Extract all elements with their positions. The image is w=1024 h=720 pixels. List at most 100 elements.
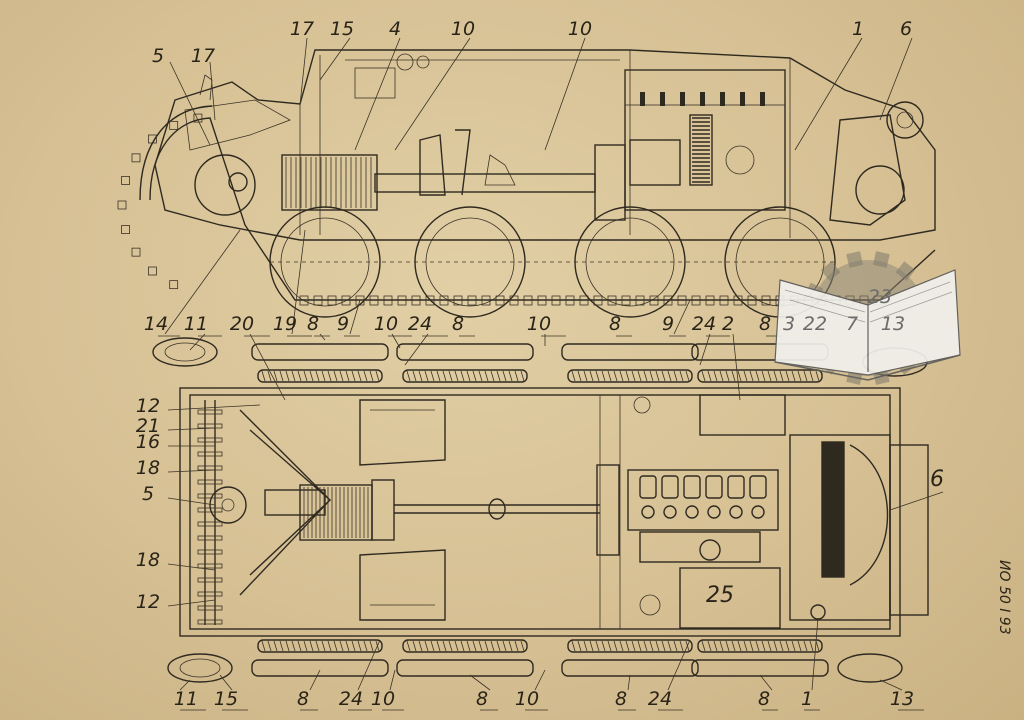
track-link (383, 295, 393, 306)
track-link (121, 176, 130, 185)
callout-label: 6 (900, 18, 912, 40)
radiator-plan (789, 434, 929, 621)
callout-label: 5 (142, 483, 154, 505)
track-link (481, 295, 491, 306)
callout-label: 23 (868, 286, 892, 308)
track-link (453, 295, 463, 306)
callout-label: 12 (136, 591, 160, 613)
callout-label: 10 (568, 18, 592, 40)
track-link (411, 295, 421, 306)
track-link (593, 295, 603, 306)
track-link (369, 295, 379, 306)
track-link (523, 295, 533, 306)
track-link (131, 153, 141, 163)
track-side (117, 105, 936, 306)
callout-label: 19 (273, 313, 297, 335)
callout-label: 24 (648, 688, 672, 710)
callout-label: 25 (706, 583, 734, 608)
callout-label: 10 (451, 18, 475, 40)
track-link (565, 295, 575, 306)
track-link (495, 295, 505, 306)
callout-label: 8 (307, 313, 319, 335)
callout-label: 18 (136, 549, 160, 571)
callout-label: 8 (297, 688, 309, 710)
track-link (117, 200, 127, 210)
radiator-fins (281, 154, 378, 211)
callout-label: 9 (662, 313, 674, 335)
track-link (397, 295, 407, 306)
track-link (691, 295, 701, 306)
callout-label: 16 (136, 431, 160, 453)
track-link (148, 134, 157, 144)
engine-plan (627, 469, 779, 563)
callout-label: 8 (476, 688, 488, 710)
track-link (719, 295, 729, 306)
road-wheel (561, 343, 699, 361)
callout-label: 8 (452, 313, 464, 335)
margin-code: ИО 50 I 93 (996, 560, 1012, 635)
callout-label: 8 (615, 688, 627, 710)
track-link (635, 295, 645, 306)
callout-label: 8 (759, 313, 771, 335)
track-link (579, 295, 589, 306)
callout-label: 11 (174, 688, 198, 710)
track-link (341, 295, 351, 306)
axle-bolts (197, 409, 223, 625)
road-wheel (251, 343, 389, 361)
track-link (467, 295, 477, 306)
callout-label: 11 (184, 313, 208, 335)
track-link (649, 295, 659, 306)
track-link (607, 295, 617, 306)
callout-label: 20 (230, 313, 254, 335)
road-wheel (251, 659, 389, 677)
callout-label: 9 (337, 313, 349, 335)
callout-label: 8 (609, 313, 621, 335)
callout-label: 24 (339, 688, 363, 710)
callout-label: 12 (136, 395, 160, 417)
callout-label: 24 (408, 313, 432, 335)
track-link (705, 295, 715, 306)
track-link (169, 120, 179, 130)
callout-label: 17 (191, 45, 215, 67)
track-link (425, 295, 435, 306)
callout-label: 10 (371, 688, 395, 710)
track-link (299, 295, 309, 306)
callout-label: 18 (136, 457, 160, 479)
track-link (355, 295, 365, 306)
track-link (677, 295, 687, 306)
track-link (313, 295, 323, 306)
track-link (148, 266, 157, 276)
side-elevation (154, 49, 936, 241)
callout-label: 5 (152, 45, 164, 67)
track-link (747, 295, 757, 306)
callout-label: 10 (515, 688, 539, 710)
track-link (551, 295, 561, 306)
track-link (327, 295, 337, 306)
callout-label: 15 (330, 18, 354, 40)
callout-label: 10 (374, 313, 398, 335)
road-wheel (396, 659, 534, 677)
callout-label: 4 (389, 18, 401, 40)
gearbox-ribs (299, 484, 373, 541)
callout-label: 13 (890, 688, 914, 710)
callout-label: 1 (852, 18, 864, 40)
plan-view (152, 337, 929, 683)
cooling-ribs (692, 117, 710, 183)
track-link (663, 295, 673, 306)
track-link (169, 280, 179, 290)
track-link (193, 113, 203, 123)
road-wheel (396, 343, 534, 361)
track-link (733, 295, 743, 306)
callout-label: 10 (527, 313, 551, 335)
callout-label: 14 (144, 313, 168, 335)
track-link (121, 225, 130, 234)
road-wheel (691, 659, 829, 677)
spark-plugs (640, 92, 765, 106)
callout-label: 6 (930, 467, 944, 492)
